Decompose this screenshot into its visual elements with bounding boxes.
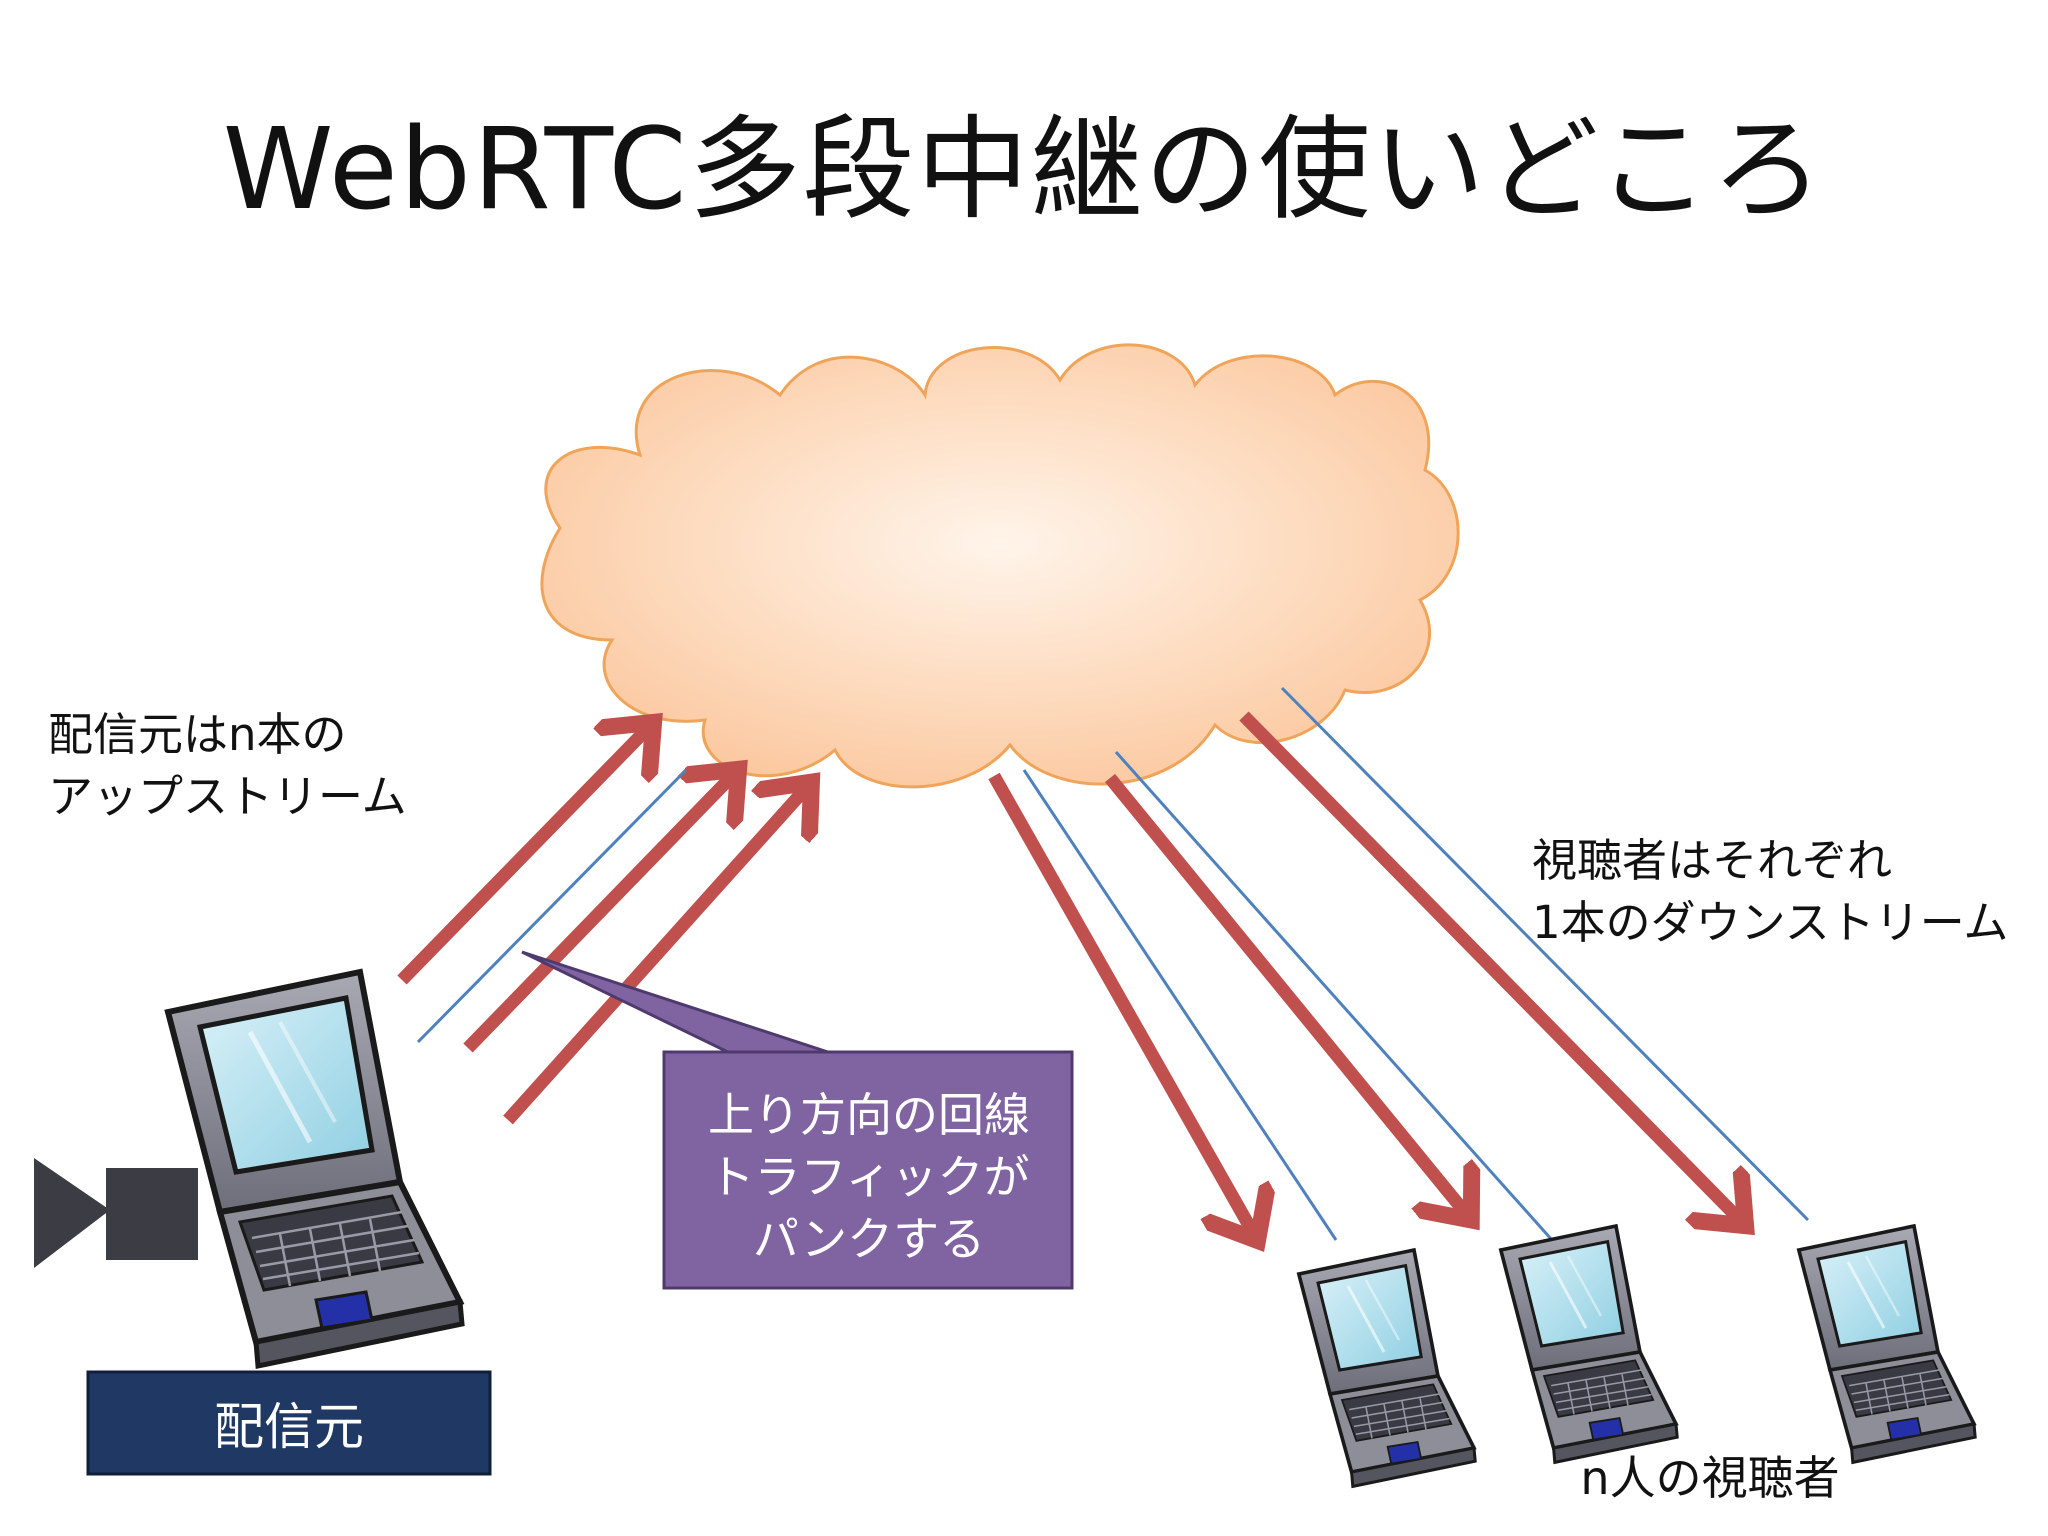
- callout-line2: トラフィックが: [708, 1150, 1030, 1204]
- downstream-line: [1114, 751, 1554, 1241]
- upstream-arrow: [463, 773, 735, 1053]
- upstream-arrow: [503, 786, 808, 1125]
- laptop-icon: [1499, 1224, 1679, 1465]
- downstream-note: 視聴者はそれぞれ 1本のダウンストリーム: [1532, 830, 2008, 954]
- viewers-label: n人の視聴者: [1580, 1451, 1840, 1505]
- callout-text: 上り方向の回線 トラフィックが パンクする: [666, 1084, 1072, 1270]
- source-label-box: [86, 1370, 492, 1476]
- source-label: 配信元: [214, 1398, 364, 1456]
- downstream-arrows: [988, 711, 1742, 1236]
- upstream-arrow: [397, 726, 650, 985]
- internet-cloud-icon: [540, 343, 1460, 789]
- upstream-note-line1: 配信元はn本の: [48, 708, 347, 761]
- laptop-icon: [168, 972, 462, 1366]
- downstream-lines: [1022, 686, 1810, 1241]
- downstream-arrow: [1239, 711, 1742, 1222]
- downstream-line: [1022, 769, 1338, 1241]
- callout-line3: パンクする: [752, 1212, 986, 1266]
- downstream-arrow: [988, 772, 1255, 1236]
- upstream-note: 配信元はn本の アップストリーム: [48, 704, 407, 828]
- video-camera-icon: [34, 1158, 198, 1268]
- downstream-note-line2: 1本のダウンストリーム: [1532, 896, 2009, 949]
- downstream-arrow: [1104, 773, 1468, 1216]
- laptop-icon: [1297, 1248, 1477, 1489]
- callout: [521, 950, 1074, 1290]
- downstream-line: [1280, 686, 1810, 1222]
- downstream-note-line1: 視聴者はそれぞれ: [1532, 834, 1893, 887]
- upstream-line: [416, 768, 688, 1044]
- upstream-arrows: [397, 726, 808, 1125]
- callout-line1: 上り方向の回線: [708, 1088, 1030, 1142]
- laptop-icon: [1797, 1224, 1977, 1465]
- slide-title: WebRTC多段中継の使いどころ: [222, 105, 1826, 235]
- upstream-note-line2: アップストリーム: [48, 770, 407, 823]
